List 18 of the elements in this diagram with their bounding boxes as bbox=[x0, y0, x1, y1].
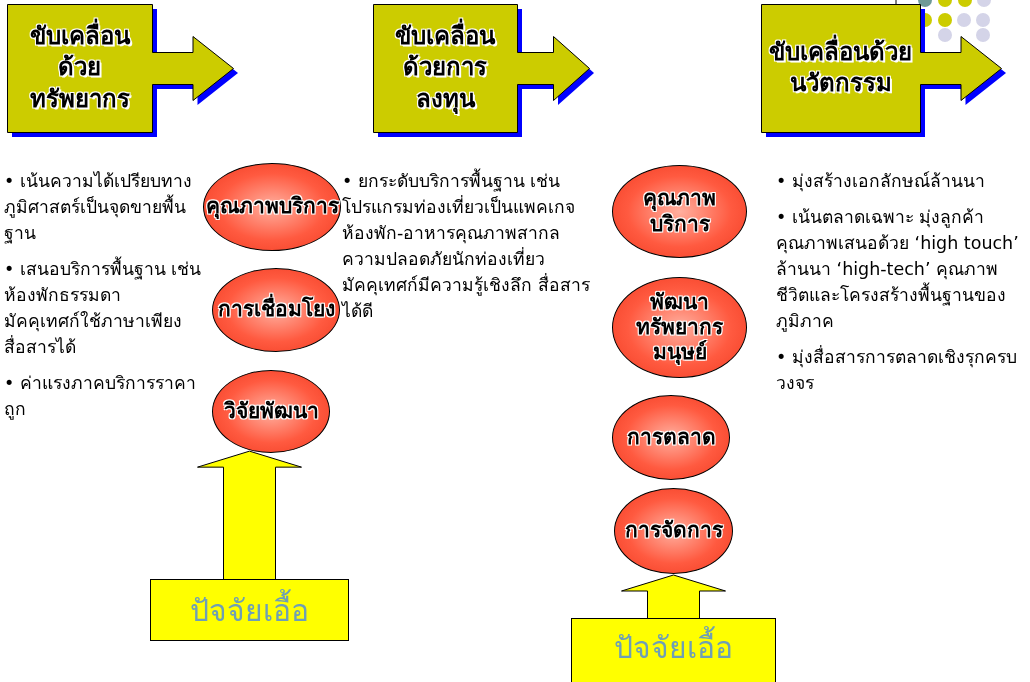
oval: คุณภาพบริการ bbox=[203, 163, 341, 251]
oval: พัฒนาทรัพยากรมนุษย์ bbox=[612, 277, 747, 378]
bullet-text: • มุ่งสื่อสารการตลาดเชิงรุกครบวงจร bbox=[776, 344, 1018, 395]
oval: วิจัยพัฒนา bbox=[212, 370, 330, 453]
factor-box: ปัจจัยเอื้อ bbox=[571, 618, 776, 682]
bullet-text: • เน้นตลาดเฉพาะ มุ่งลูกค้าคุณภาพเสนอด้วย ‘high touch’ ล้านนา ‘high-tech’ คุณภาพชีวิตและโครงสร้างพื้นฐานของภูมิภาค bbox=[776, 206, 1020, 334]
bullet-text: • ยกระดับบริการพื้นฐาน เช่น โปรแกรมท่องเที่ยวเป็นแพคเกจ ห้องพัก-อาหารคุณภาพสากล ความปลอดภัยนักท่องเที่ยว มัคคุเทศก์มีความรู้เชิงลึก สื่อสารได้ดี bbox=[342, 168, 604, 324]
oval: การตลาด bbox=[612, 395, 730, 480]
oval: คุณภาพบริการ bbox=[612, 165, 747, 258]
bullet-text: • เน้นความได้เปรียบทางภูมิศาสตร์เป็นจุดขายพื้นฐาน bbox=[4, 170, 193, 246]
block-arrow bbox=[197, 450, 302, 581]
oval: การเชื่อมโยง bbox=[212, 268, 340, 352]
oval: การจัดการ bbox=[614, 488, 733, 574]
bullet-text: • มุ่งสร้างเอกลักษณ์ล้านนา bbox=[776, 170, 986, 194]
factor-box: ปัจจัยเอื้อ bbox=[150, 579, 349, 641]
block-arrow bbox=[621, 574, 726, 620]
bullet-text: • เสนอบริการพื้นฐาน เช่น ห้องพักธรรมดา มัคคุเทศก์ใช้ภาษาเพียงสื่อสารได้ bbox=[4, 256, 202, 360]
bullet-text: • ค่าแรงภาคบริการราคาถูก bbox=[4, 372, 197, 422]
